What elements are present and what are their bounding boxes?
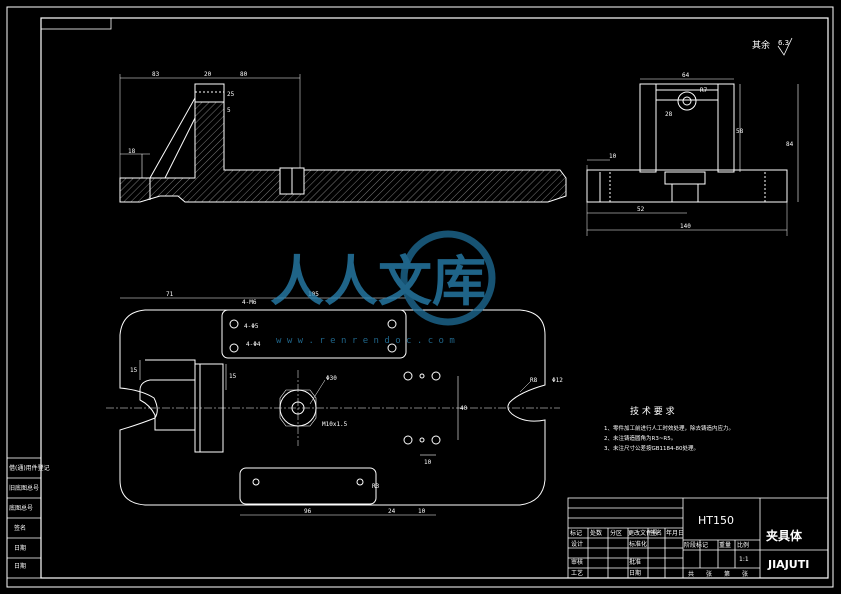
dim-r7: R7 [700, 87, 708, 94]
strip-cell-6: 日期 [14, 562, 26, 570]
dim-64: 64 [682, 72, 690, 79]
watermark-url: w w w . r e n r e n d o c . c o m [276, 336, 455, 346]
tb-review: 审核 [571, 558, 583, 566]
dim-10: 10 [609, 153, 617, 160]
dim-71: 71 [166, 291, 174, 298]
tb-process: 工艺 [571, 569, 583, 577]
dim-58: 58 [736, 128, 744, 135]
surface-finish-label: 其余 [752, 39, 770, 51]
tb-design: 设计 [571, 540, 583, 548]
drawing-title-pinyin: JIAJUTI [767, 558, 809, 571]
dim-15-b: 15 [229, 373, 237, 380]
tech-item-3: 3、未注尺寸公差按GB1184-80处理。 [604, 444, 699, 452]
dim-18: 18 [128, 148, 136, 155]
tb-standard: 标准化 [629, 540, 647, 548]
side-view [586, 78, 799, 236]
tb-mark: 标记 [570, 529, 582, 537]
surface-finish-note: 其余 6.3 [752, 37, 793, 56]
title-block [567, 497, 829, 579]
plan-outline [119, 309, 546, 506]
dim-phi30: Φ30 [326, 375, 337, 382]
outer-border [6, 6, 834, 588]
inner-border [40, 17, 829, 579]
tb-scale-label: 比例 [737, 541, 749, 549]
dim-10-b: 10 [424, 459, 432, 466]
strip-cell-5: 日期 [14, 544, 26, 552]
dim-phi12: Φ12 [552, 377, 563, 384]
tb-count: 处数 [590, 529, 602, 537]
dim-4-m6: 4-M6 [242, 299, 257, 306]
dim-80: 80 [240, 71, 248, 78]
tb-sheet-total: 共 [688, 570, 694, 578]
tb-change-doc: 更改文件号 [628, 529, 658, 537]
dim-10-c: 10 [418, 508, 426, 515]
tb-stage: 阶段标记 [684, 541, 708, 549]
dim-140: 140 [680, 223, 691, 230]
dim-105: 105 [308, 291, 319, 298]
dim-84: 84 [786, 141, 794, 148]
dim-15-a: 15 [130, 367, 138, 374]
strip-cell-3: 底图总号 [9, 504, 33, 512]
tb-mid-date: 日期 [629, 569, 641, 577]
material-text: HT150 [698, 514, 734, 527]
code-box [40, 17, 112, 30]
tb-sign: 签名 [650, 529, 662, 537]
strip-cell-2: 旧底图总号 [9, 484, 39, 492]
drawing-title: 夹具体 [766, 528, 803, 543]
strip-cell-1: 借(通)用件登记 [9, 464, 50, 472]
front-section-view [119, 74, 567, 203]
dim-25: 25 [227, 91, 235, 98]
dim-4-phi5: 4-Φ5 [244, 323, 259, 330]
dim-40: 40 [460, 405, 468, 412]
watermark-text: 人人文库 [270, 250, 486, 313]
tb-sheet-no: 第 [724, 570, 730, 578]
tb-approve: 批准 [629, 558, 641, 566]
tb-zone: 分区 [610, 529, 622, 537]
strip-cell-4: 签名 [14, 524, 26, 532]
dim-5: 5 [227, 107, 231, 114]
dim-28: 28 [665, 111, 673, 118]
tech-item-2: 2、未注铸造圆角为R3~R5。 [604, 434, 676, 442]
watermark: 人人文库 w w w . r e n r e n d o c . c o m [270, 230, 496, 346]
surface-finish-value: 6.3 [778, 39, 789, 47]
tb-scale-value: 1:1 [739, 556, 749, 563]
dim-20: 20 [204, 71, 212, 78]
tech-item-1: 1、零件加工前进行人工时效处理，除去铸造内应力。 [604, 424, 734, 432]
plan-view [106, 297, 560, 516]
dim-r8: R8 [530, 377, 538, 384]
front-hatch-area [119, 94, 567, 203]
tb-sheet-unit-2: 张 [742, 570, 748, 578]
tech-heading: 技 术 要 求 [630, 405, 675, 417]
dim-24: 24 [388, 508, 396, 515]
tb-date: 年月日 [666, 529, 684, 537]
tech-requirements: 技 术 要 求 1、零件加工前进行人工时效处理，除去铸造内应力。 2、未注铸造圆… [604, 405, 734, 452]
dim-52: 52 [637, 206, 645, 213]
dim-83: 83 [152, 71, 160, 78]
tb-sheet-unit-1: 张 [706, 570, 712, 578]
dim-r3: R3 [372, 483, 380, 490]
dim-m10: M10x1.5 [322, 421, 348, 428]
dim-96: 96 [304, 508, 312, 515]
left-strip [6, 457, 42, 579]
dim-4-phi4: 4-Φ4 [246, 341, 261, 348]
tb-weight: 重量 [719, 541, 731, 549]
